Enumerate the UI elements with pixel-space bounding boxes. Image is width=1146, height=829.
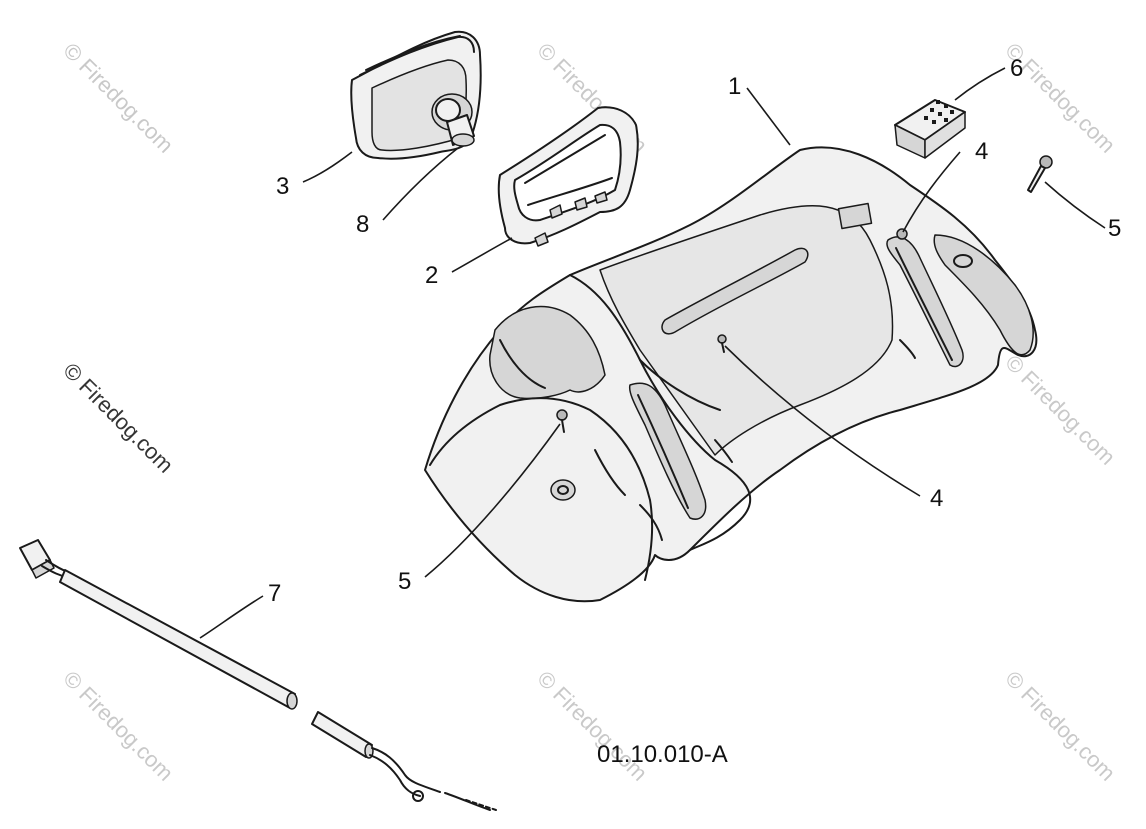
callout-7: 7 xyxy=(268,580,281,607)
watermark-top-left: © Firedog.com xyxy=(58,38,178,158)
callout-8: 8 xyxy=(356,211,369,238)
watermark-bottom-right: © Firedog.com xyxy=(1000,666,1120,786)
callout-2: 2 xyxy=(425,262,438,289)
leader-lines xyxy=(199,67,1106,639)
callout-4-top: 4 xyxy=(975,138,988,165)
watermark-mid-right: © Firedog.com xyxy=(1000,350,1120,470)
leader-7 xyxy=(199,595,264,639)
diagram-reference-code: 01.10.010-A xyxy=(597,741,728,768)
part-7-wire-harness xyxy=(19,539,497,811)
part-1-hood xyxy=(424,146,1038,603)
watermark-bottom-left: © Firedog.com xyxy=(58,666,178,786)
leader-1 xyxy=(746,87,791,146)
callout-1: 1 xyxy=(728,73,741,100)
leader-5-left xyxy=(424,423,561,578)
watermark-mid-left: © Firedog.com xyxy=(58,358,178,478)
part-6-connector xyxy=(894,99,966,159)
leader-2 xyxy=(451,237,513,273)
leader-4-top xyxy=(902,151,961,233)
callout-6: 6 xyxy=(1010,55,1023,82)
leader-6 xyxy=(954,67,1006,101)
part-5-screw-right xyxy=(1027,155,1053,193)
callout-5-right: 5 xyxy=(1108,215,1121,242)
part-2-lamp-frame xyxy=(497,106,639,247)
callout-3: 3 xyxy=(276,173,289,200)
callout-5-left: 5 xyxy=(398,568,411,595)
leader-5-right xyxy=(1044,181,1106,229)
callout-labels: 1 6 4 5 3 8 2 7 4 5 xyxy=(268,55,1121,607)
leader-8 xyxy=(382,147,459,221)
callout-4-bottom: 4 xyxy=(930,485,943,512)
leader-4-bottom xyxy=(724,345,921,497)
part-8-bulb xyxy=(431,93,475,147)
leader-3 xyxy=(302,151,353,183)
